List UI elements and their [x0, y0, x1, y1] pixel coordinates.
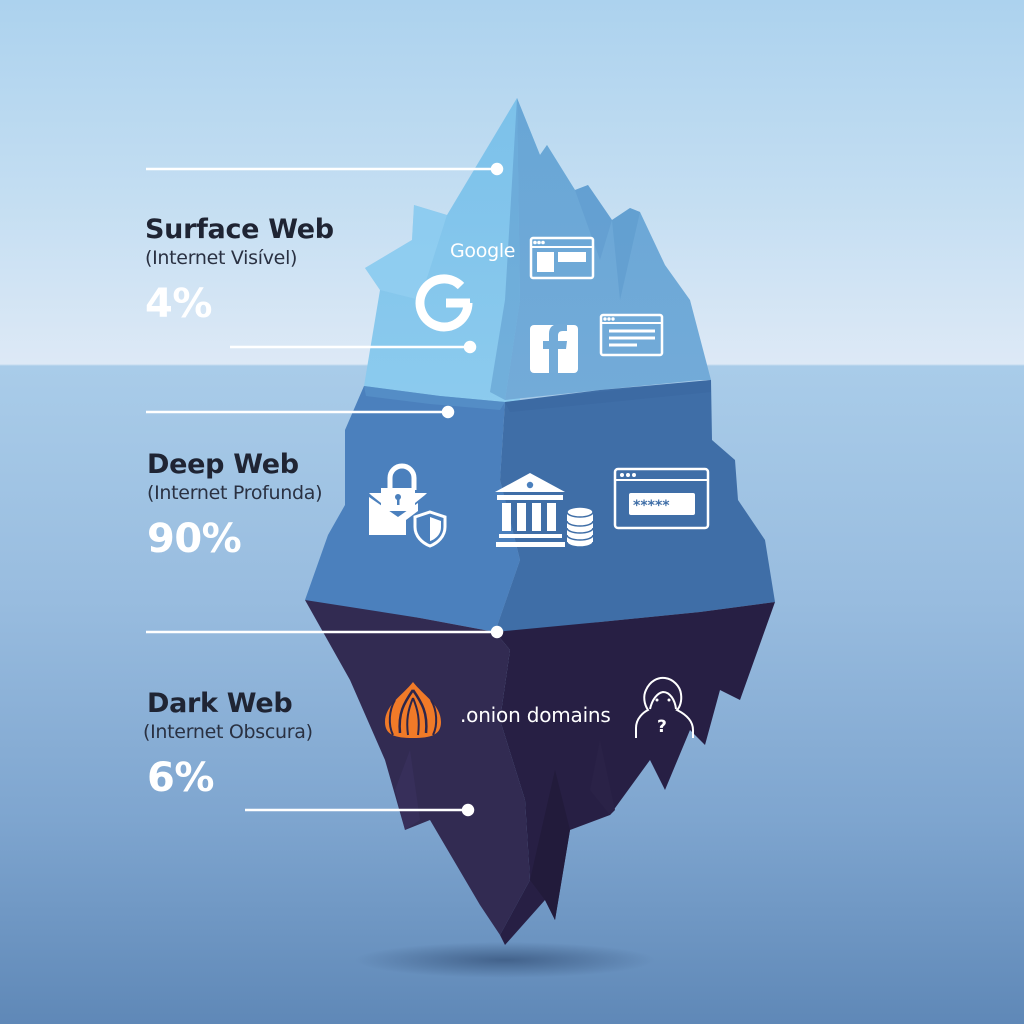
surface-web-title: Surface Web — [145, 214, 334, 245]
browser-window-text-icon — [599, 313, 664, 357]
dark-web-title: Dark Web — [147, 688, 293, 719]
deep-top-pointer-dot — [441, 405, 455, 419]
surface-web-label: Surface Web (Internet Visível) 4% — [145, 214, 334, 328]
dark-layer-shape — [305, 600, 775, 945]
password-login-window-icon: ***** — [613, 467, 710, 530]
surface-bottom-pointer-dot — [463, 340, 477, 354]
surface-top-pointer-dot — [490, 162, 504, 176]
facebook-icon — [530, 324, 578, 373]
coins-stack-icon — [566, 506, 594, 548]
google-wordmark: Google — [450, 240, 516, 262]
deep-web-percentage: 90% — [147, 516, 242, 562]
anonymous-hooded-figure-icon: ? — [635, 676, 694, 738]
google-g-icon — [415, 274, 473, 332]
pointer-lines — [146, 162, 504, 817]
svg-text:?: ? — [657, 717, 667, 737]
deep-web-subtitle: (Internet Profunda) — [147, 482, 323, 504]
iceberg-shadow — [355, 942, 655, 978]
svg-text:*****: ***** — [633, 498, 670, 514]
deep-web-label: Deep Web (Internet Profunda) 90% — [147, 449, 323, 563]
surface-web-percentage: 4% — [145, 281, 212, 327]
dark-top-pointer-dot — [490, 625, 504, 639]
onion-domains-caption: .onion domains — [460, 703, 611, 727]
browser-window-layout-icon — [529, 236, 595, 280]
deep-web-title: Deep Web — [147, 449, 299, 480]
dark-web-label: Dark Web (Internet Obscura) 6% — [143, 688, 313, 802]
dark-web-percentage: 6% — [147, 755, 214, 801]
secure-email-icon — [369, 463, 447, 548]
bank-icon — [495, 473, 565, 547]
dark-web-subtitle: (Internet Obscura) — [143, 721, 313, 743]
onion-icon — [385, 682, 441, 738]
dark-bottom-pointer-dot — [461, 803, 475, 817]
surface-web-subtitle: (Internet Visível) — [145, 247, 298, 269]
